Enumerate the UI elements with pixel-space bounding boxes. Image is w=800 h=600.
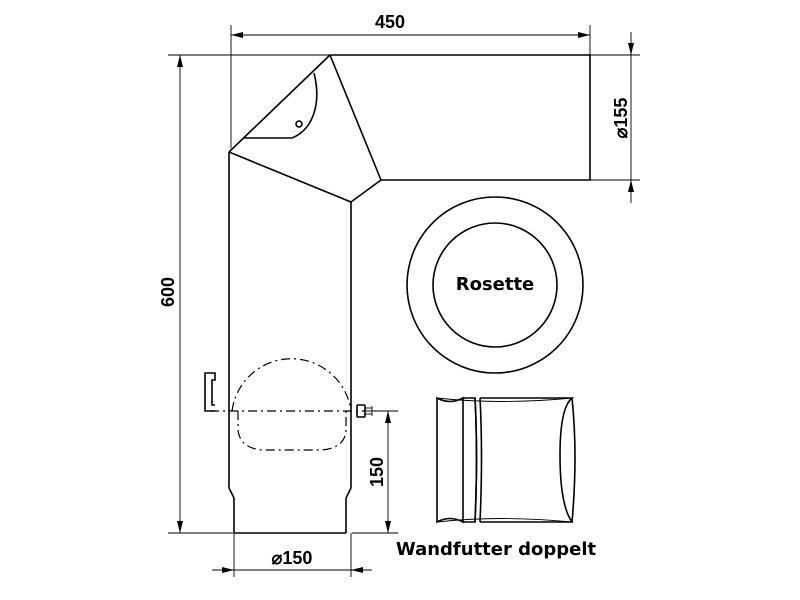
dimension-150-diameter: ⌀150 (212, 533, 372, 577)
diameter-symbol: ⌀ (611, 127, 631, 138)
rosette-label: Rosette (456, 274, 535, 295)
dimension-150-height-label: 150 (367, 457, 387, 487)
stove-pipe-elbow (228, 54, 591, 534)
dimension-150-diameter-label: 150 (282, 548, 312, 568)
rosette: Rosette (406, 196, 584, 374)
dimension-600: 600 (158, 54, 330, 534)
damper-handle (204, 372, 216, 412)
wall-sleeve: Wandfutter doppelt (396, 396, 597, 560)
dimension-155: ⌀155 (590, 32, 640, 203)
diameter-symbol: ⌀ (272, 548, 283, 568)
damper-flap (204, 358, 373, 451)
dimension-600-label: 600 (158, 277, 178, 307)
dimension-450-label: 450 (375, 12, 405, 32)
svg-text:⌀155: ⌀155 (611, 98, 631, 139)
dimension-150-height: 150 (352, 410, 398, 534)
wall-sleeve-label: Wandfutter doppelt (396, 539, 597, 560)
damper-knob (356, 404, 366, 418)
dimension-450: 450 (230, 12, 591, 148)
dimension-155-label: 155 (611, 98, 631, 128)
upper-inspection-arc (243, 72, 318, 139)
svg-text:⌀150: ⌀150 (272, 548, 313, 568)
